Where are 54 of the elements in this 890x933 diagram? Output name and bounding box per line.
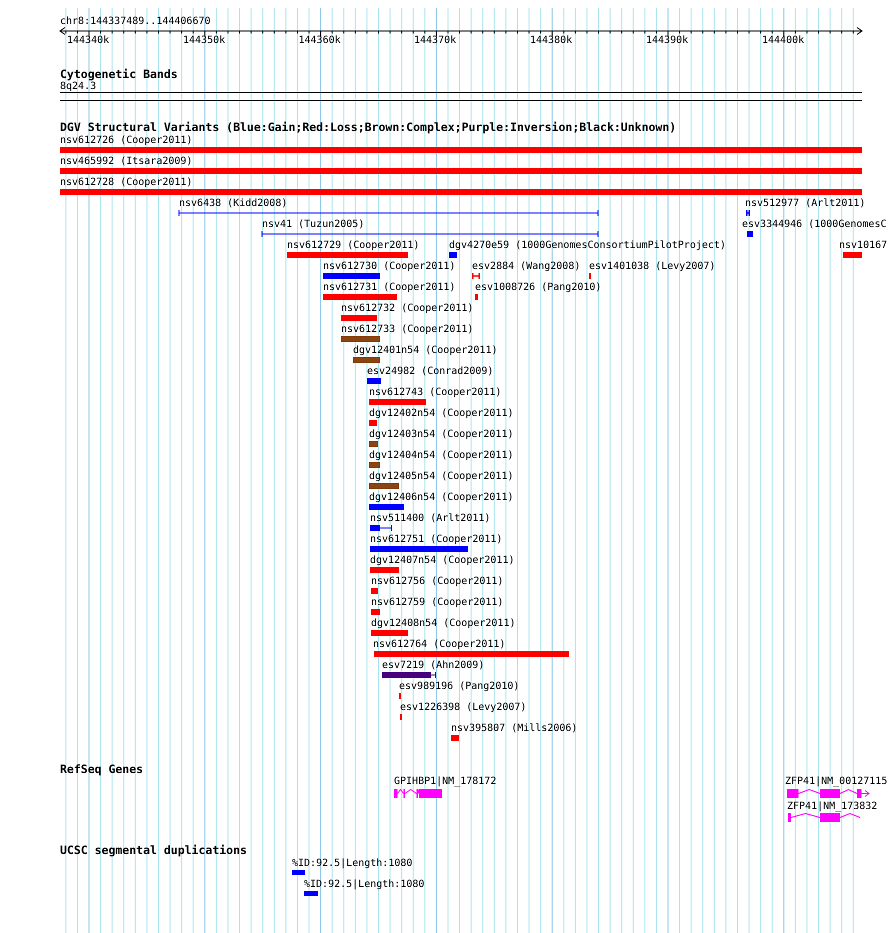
variant-label: dgv12408n54 (Cooper2011) xyxy=(371,618,516,629)
scale-tick-label: 144350k xyxy=(183,35,226,46)
variant-label: dgv12405n54 (Cooper2011) xyxy=(369,471,514,482)
track-title: UCSC segmental duplications xyxy=(60,844,247,856)
variant-label: nsv612731 (Cooper2011) xyxy=(323,282,456,293)
variant-label: esv3344946 (1000GenomesC xyxy=(742,219,886,230)
variant-label: esv2884 (Wang2008) xyxy=(472,261,580,272)
variant-label: nsv395807 (Mills2006) xyxy=(451,723,578,734)
variant-label: nsv10167 xyxy=(839,240,888,251)
scale-tick-label: 144370k xyxy=(414,35,456,46)
variant-label: dgv12407n54 (Cooper2011) xyxy=(370,555,514,566)
track-title: RefSeq Genes xyxy=(60,763,144,775)
variant-label: nsv612729 (Cooper2011) xyxy=(287,240,420,251)
duplication-label: %ID:92.5|Length:1080 xyxy=(304,879,424,890)
variant-label: nsv612751 (Cooper2011) xyxy=(370,534,502,545)
variant-label: nsv511400 (Arlt2011) xyxy=(370,513,490,524)
gene-label: ZFP41|NM_173832 xyxy=(787,801,878,812)
coordinate-range-label: chr8:144337489..144406670 xyxy=(60,16,211,26)
track-title: DGV Structural Variants (Blue:Gain;Red:Loss;Brown:Complex;Purple:Inversion;Black:Unknown) xyxy=(60,121,676,133)
variant-label: esv24982 (Conrad2009) xyxy=(367,366,494,377)
scale-tick-label: 144400k xyxy=(762,35,804,46)
scale-tick-label: 144380k xyxy=(530,35,572,46)
variant-label: esv1008726 (Pang2010) xyxy=(475,282,602,293)
variant-label: nsv612759 (Cooper2011) xyxy=(371,597,504,608)
scale-tick-label: 144360k xyxy=(298,35,341,46)
variant-label: nsv612733 (Cooper2011) xyxy=(341,324,474,335)
scale-tick-label: 144340k xyxy=(67,35,110,46)
variant-label: nsv612730 (Cooper2011) xyxy=(323,261,456,272)
variant-label: nsv612756 (Cooper2011) xyxy=(371,576,504,587)
variant-label: nsv612732 (Cooper2011) xyxy=(341,303,474,314)
variant-label: nsv612764 (Cooper2011) xyxy=(373,639,506,650)
scale-tick-label: 144390k xyxy=(646,35,688,46)
variant-label: esv989196 (Pang2010) xyxy=(399,681,520,692)
variant-label: dgv12406n54 (Cooper2011) xyxy=(369,492,514,503)
variant-label: nsv612726 (Cooper2011) xyxy=(60,135,192,146)
variant-label: nsv612743 (Cooper2011) xyxy=(369,387,502,398)
variant-label: nsv465992 (Itsara2009) xyxy=(60,156,192,167)
variant-label: nsv612728 (Cooper2011) xyxy=(60,177,192,188)
duplication-label: %ID:92.5|Length:1080 xyxy=(292,858,412,869)
variant-label: dgv12401n54 (Cooper2011) xyxy=(353,345,498,356)
track-title: Cytogenetic Bands xyxy=(60,68,178,80)
variant-label: esv1226398 (Levy2007) xyxy=(400,702,526,713)
variant-label: dgv12404n54 (Cooper2011) xyxy=(369,450,514,461)
variant-label: dgv4270e59 (1000GenomesConsortiumPilotProject) xyxy=(449,240,726,251)
variant-label: nsv6438 (Kidd2008) xyxy=(179,198,288,209)
gene-label: ZFP41|NM_00127115 xyxy=(785,776,888,787)
gene-label: GPIHBP1|NM_178172 xyxy=(394,776,496,787)
variant-label: nsv41 (Tuzun2005) xyxy=(262,219,364,230)
variant-label: esv7219 (Ahn2009) xyxy=(382,660,484,671)
variant-label: esv1401038 (Levy2007) xyxy=(589,261,716,272)
variant-label: nsv512977 (Arlt2011) xyxy=(745,198,866,209)
band-label: 8q24.3 xyxy=(60,81,96,92)
variant-label: dgv12402n54 (Cooper2011) xyxy=(369,408,514,419)
variant-label: dgv12403n54 (Cooper2011) xyxy=(369,429,514,440)
